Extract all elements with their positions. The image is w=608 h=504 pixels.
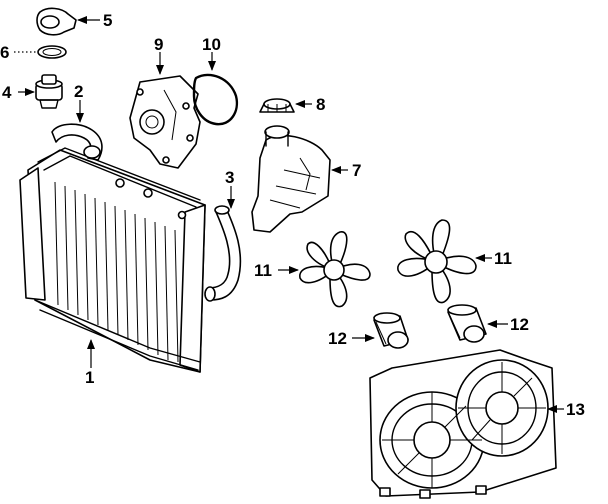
- callout-8: 8: [316, 95, 325, 114]
- lower-radiator-hose: [204, 205, 242, 302]
- callout-5: 5: [103, 11, 112, 30]
- water-pump: [129, 75, 201, 169]
- upper-radiator-hose: [51, 123, 103, 161]
- callout-2: 2: [74, 82, 83, 101]
- callout-3: 3: [225, 168, 234, 187]
- callout-12-left: 12: [328, 329, 347, 348]
- cooling-fan-left: [299, 231, 371, 308]
- callout-labels: 1 2 3 4 5 6 7 8 9 10 11 11 12 12 13: [0, 11, 585, 419]
- thermostat-housing: [35, 74, 63, 109]
- water-outlet: [36, 7, 77, 36]
- reservoir-cap: [259, 98, 295, 113]
- radiator: [19, 147, 206, 373]
- thermostat-gasket: [37, 45, 67, 59]
- callout-6: 6: [0, 43, 9, 62]
- callout-1: 1: [85, 368, 94, 387]
- callout-13: 13: [566, 400, 585, 419]
- callout-11-right: 11: [494, 249, 512, 268]
- callout-4: 4: [2, 83, 12, 102]
- callout-9: 9: [154, 35, 163, 54]
- callout-10: 10: [202, 35, 221, 54]
- coolant-reservoir: [251, 125, 331, 233]
- leader-lines: [14, 16, 564, 413]
- callout-12-right: 12: [510, 315, 529, 334]
- callout-11-left: 11: [254, 261, 272, 280]
- cooling-fan-right: [397, 219, 477, 304]
- callout-7: 7: [352, 161, 361, 180]
- fan-motor-right: [447, 304, 487, 343]
- water-pump-gasket: [192, 73, 239, 126]
- fan-motor-left: [373, 312, 409, 349]
- fan-shroud: [369, 349, 557, 499]
